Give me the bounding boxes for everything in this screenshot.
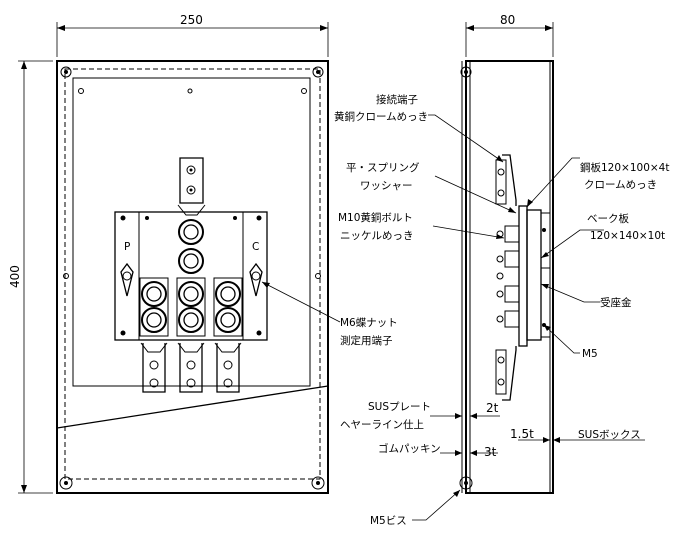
bake-board xyxy=(114,211,268,341)
lower-terminals xyxy=(139,277,243,337)
terminal-c-label: C xyxy=(252,241,259,253)
wing-nut-icon xyxy=(120,262,263,297)
gasket-thickness-label: 3t xyxy=(484,445,497,459)
dim-side-label: 80 xyxy=(500,13,515,27)
wing-nut-label: M6蝶ナット xyxy=(340,316,398,329)
top-terminal xyxy=(177,157,206,274)
side-terminals xyxy=(495,154,550,401)
sus-box-label: SUSボックス xyxy=(578,429,641,441)
m5-screw-label: M5ビス xyxy=(370,515,407,527)
m5-label: M5 xyxy=(582,348,598,360)
steel-plate-finish-label: クロームめっき xyxy=(584,179,657,191)
dim-width-label: 250 xyxy=(180,13,203,27)
side-view: 80 xyxy=(412,13,645,521)
steel-plate xyxy=(138,211,244,341)
dim-height-400 xyxy=(18,60,53,494)
board-screws xyxy=(120,215,262,336)
terminal-label: 接続端子 xyxy=(376,93,418,106)
break-line xyxy=(56,385,329,429)
sus-plate-finish-label: ヘヤーライン仕上 xyxy=(340,418,424,431)
wing-nut-leader xyxy=(261,281,341,323)
sus-box-outline xyxy=(465,60,554,494)
terminal-material-label: 黄銅クロームめっき xyxy=(334,110,428,123)
leader-lines xyxy=(428,114,604,354)
dim-height-label: 400 xyxy=(8,265,22,288)
terminal-lugs xyxy=(140,342,242,393)
corner-screw-icon xyxy=(59,66,325,490)
bake-board-size-label: 120×140×10t xyxy=(590,230,665,242)
box-thickness-label: 1.5t xyxy=(510,427,534,441)
receiver-bracket xyxy=(541,212,550,338)
m5-screw-leader xyxy=(412,489,461,521)
steel-plate-side xyxy=(518,205,528,347)
terminal-p-label: P xyxy=(124,241,130,253)
mounting-holes xyxy=(63,88,321,279)
bake-board-label: ベーク板 xyxy=(587,212,629,225)
box-hidden-outline xyxy=(64,68,321,480)
washer-label: 平・スプリング xyxy=(346,161,420,174)
bolt-label: M10黄銅ボルト xyxy=(338,211,413,224)
dim-side-80 xyxy=(465,22,554,57)
receiver-label: 受座金 xyxy=(600,296,632,309)
steel-plate-label: 鋼板120×100×4t xyxy=(580,161,669,174)
wing-nut-label-2: 測定用端子 xyxy=(340,334,393,347)
inner-panel-outline xyxy=(72,77,311,387)
plate-thickness-label: 2t xyxy=(486,401,499,415)
sus-plate-label: SUSプレート xyxy=(368,401,431,413)
washer-label-2: ワッシャー xyxy=(360,180,413,192)
front-view: P C 250 400 xyxy=(8,13,341,494)
gasket-label: ゴムパッキン xyxy=(378,442,441,455)
front-plate-outline xyxy=(56,60,329,494)
dim-width-250 xyxy=(56,22,329,57)
bolt-material-label: ニッケルめっき xyxy=(340,230,414,242)
thickness-callouts xyxy=(430,413,645,456)
bake-board-side xyxy=(526,209,542,341)
